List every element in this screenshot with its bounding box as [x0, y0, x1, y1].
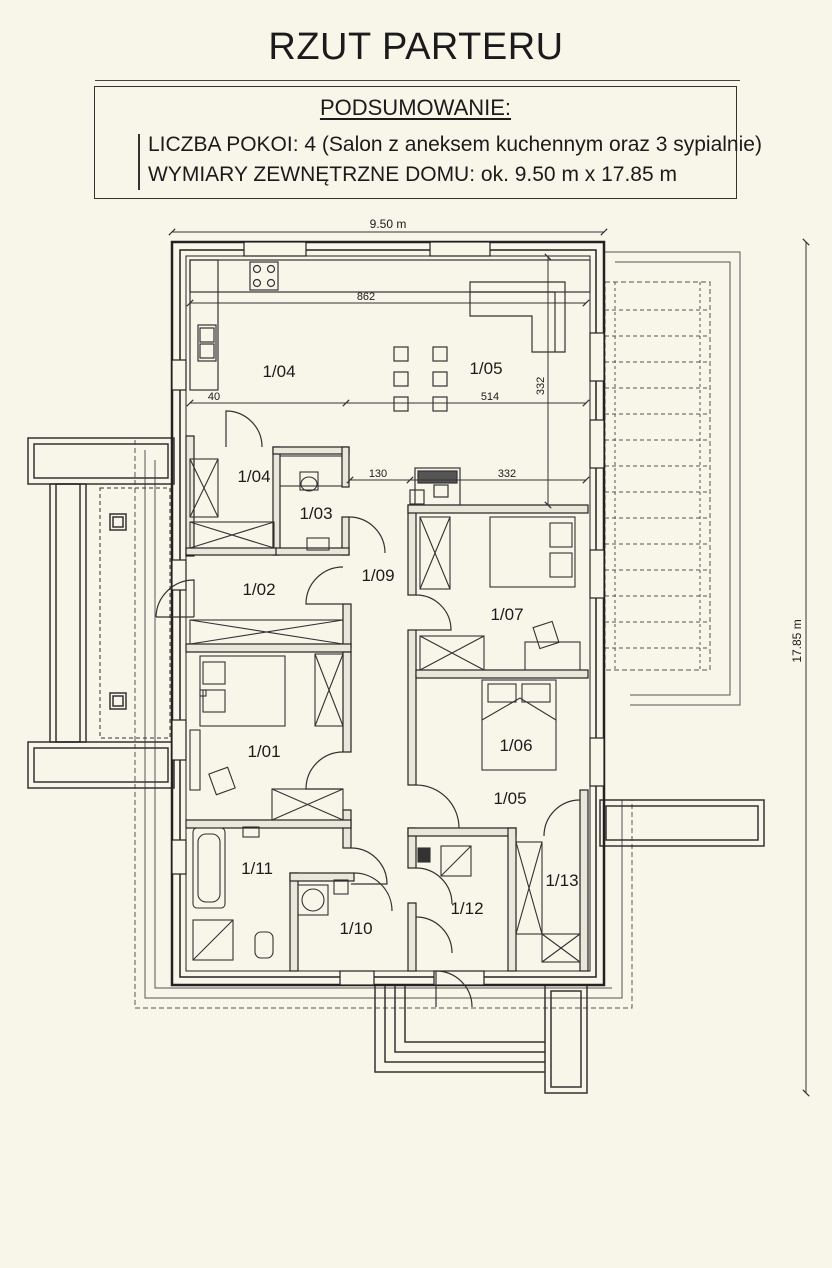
summary-heading: PODSUMOWANIE: [95, 95, 736, 121]
dimension-862: 862 [357, 291, 375, 303]
room-label-1-05-living: 1/05 [469, 359, 502, 378]
page-title: RZUT PARTERU [268, 26, 564, 68]
bedroom-furniture [189, 516, 581, 796]
dimension-332: 332 [498, 468, 516, 480]
dimension-lines [168, 228, 810, 1097]
living-furniture [393, 281, 566, 412]
room-label-1-04-small: 1/04 [237, 467, 270, 486]
room-label-1-09: 1/09 [361, 566, 394, 585]
summary-heading-text: PODSUMOWANIE: [319, 95, 512, 120]
title-divider [95, 80, 740, 81]
room-label-1-12: 1/12 [450, 899, 483, 918]
left-porch [27, 437, 175, 789]
summary-bar [138, 134, 140, 190]
room-label-1-02: 1/02 [242, 580, 275, 599]
terrace-slats [605, 309, 710, 649]
rooms-count-line: LICZBA POKOI: 4 (Salon z aneksem kuchenn… [148, 133, 762, 156]
room-label-1-04-kitchen: 1/04 [262, 362, 295, 381]
room-label-1-01: 1/01 [247, 742, 280, 761]
windows [171, 241, 605, 986]
room-labels: 1/04 1/05 1/04 1/03 1/02 1/09 1/07 1/01 … [237, 359, 578, 938]
room-label-1-11: 1/11 [241, 859, 273, 878]
room-label-1-03: 1/03 [299, 504, 332, 523]
length-dimension-label: 17.85 m [790, 619, 804, 662]
room-label-1-06: 1/06 [499, 736, 532, 755]
dimension-130: 130 [369, 468, 387, 480]
fireplace [409, 467, 461, 506]
doors [155, 410, 581, 1008]
summary-box: PODSUMOWANIE: LICZBA POKOI: 4 (Salon z a… [94, 86, 762, 199]
dimensions-line: WYMIARY ZEWNĘTRZNE DOMU: ok. 9.50 m x 17… [148, 163, 677, 186]
room-label-1-05-hall: 1/05 [493, 789, 526, 808]
dimension-40: 40 [208, 391, 220, 403]
bathroom-fixtures [192, 455, 472, 961]
width-dimension-label: 9.50 m [370, 217, 407, 231]
dimension-332-vertical: 332 [535, 377, 547, 395]
dimension-514: 514 [481, 391, 499, 403]
room-label-1-07: 1/07 [490, 605, 523, 624]
room-label-1-13: 1/13 [545, 871, 578, 890]
right-bench [599, 799, 765, 847]
entrance-steps [374, 984, 588, 1094]
exterior-walls [170, 240, 606, 987]
room-label-1-10: 1/10 [339, 919, 372, 938]
kitchen-fixtures [189, 259, 591, 391]
wardrobes [189, 458, 581, 963]
interior-walls [185, 435, 589, 972]
